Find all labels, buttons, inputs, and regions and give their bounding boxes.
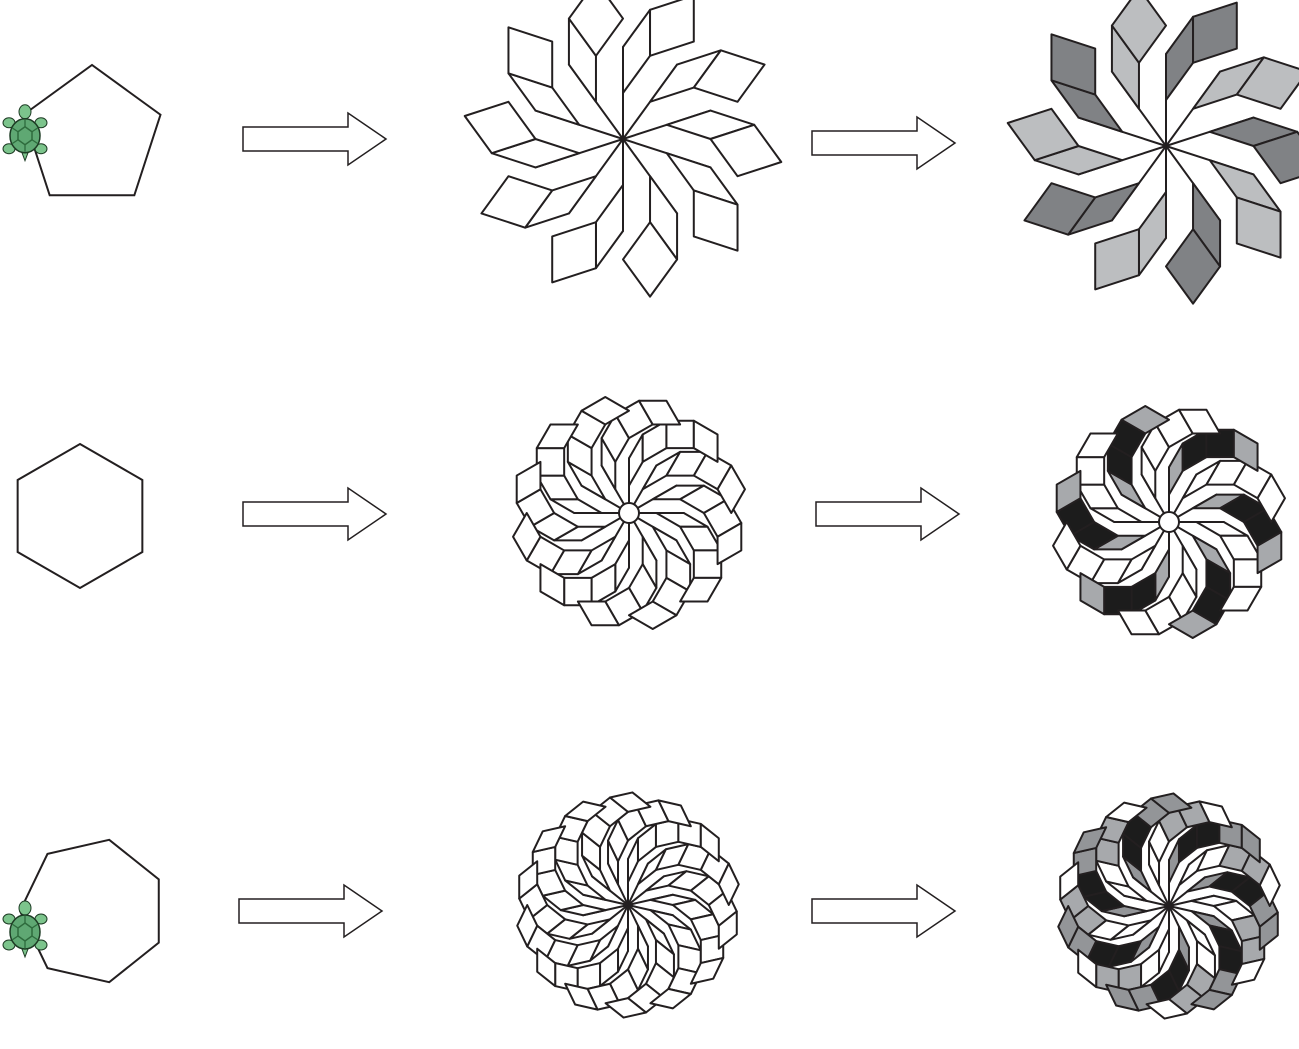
- rosette-rhombus: [1139, 192, 1166, 275]
- rosette-rhombus: [1159, 929, 1169, 973]
- arrow-to-colored: [816, 488, 959, 540]
- rosette-rhombus: [650, 0, 694, 56]
- rosette-rhombus: [550, 499, 601, 513]
- rosette-rhombus: [1169, 839, 1179, 883]
- rosette-center-hole: [1159, 512, 1179, 532]
- rosette-rhombus: [623, 10, 650, 93]
- turtle-icon: [3, 105, 47, 161]
- rosette-rhombus: [615, 540, 629, 591]
- arrow-to-rosette: [243, 488, 386, 540]
- rosette-rhombus: [618, 928, 628, 972]
- rosette-rhombus: [596, 185, 623, 268]
- colored-rosette: [1058, 793, 1280, 1018]
- rosette-rhombus: [1196, 522, 1247, 536]
- rosette-rhombus: [1090, 508, 1141, 522]
- rosette-rhombus: [656, 513, 707, 527]
- arrow-to-rosette: [239, 885, 382, 937]
- colored-rosette: [1008, 0, 1299, 304]
- outline-rosette: [465, 0, 782, 297]
- rosette-rhombus: [1095, 229, 1139, 289]
- row-heptagon: [3, 792, 1280, 1018]
- row-pentagon: [3, 0, 1299, 304]
- rosette-rhombus: [629, 434, 643, 485]
- rosette-rhombus: [1193, 3, 1237, 63]
- colored-rosette: [1053, 406, 1285, 638]
- outline-rosette: [517, 792, 739, 1017]
- rosette-center-hole: [619, 503, 639, 523]
- rosette-rhombus: [1155, 549, 1169, 600]
- turtle-icon: [3, 901, 47, 957]
- rosette-rhombus: [1166, 17, 1193, 100]
- arrow-to-rosette: [243, 113, 386, 165]
- rosette-rhombus: [628, 838, 638, 882]
- outline-rosette: [513, 397, 745, 629]
- source-polygon: [24, 65, 161, 195]
- arrow-to-colored: [812, 117, 955, 169]
- arrow-to-colored: [812, 885, 955, 937]
- row-hexagon: [18, 397, 1285, 638]
- rosette-rhombus: [1169, 443, 1183, 494]
- source-polygon: [20, 840, 159, 982]
- rosette-rhombus: [552, 222, 596, 282]
- source-polygon: [18, 444, 143, 588]
